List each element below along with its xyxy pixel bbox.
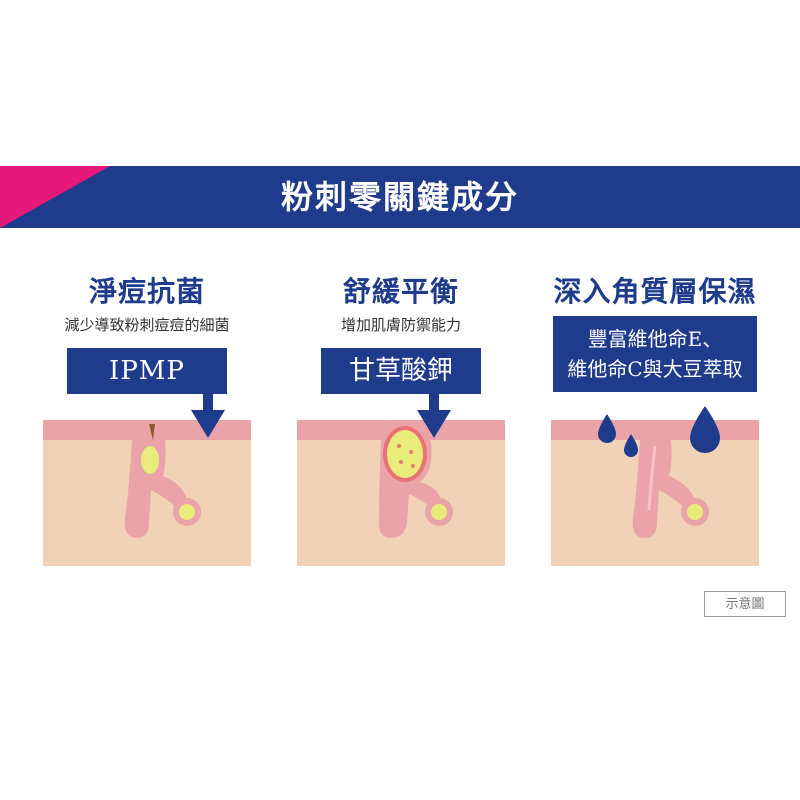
- skin-pore-illustration: [551, 420, 759, 566]
- illustration-note: 示意圖: [704, 591, 786, 617]
- title-banner: [0, 166, 800, 228]
- banner-accent-stripe: [0, 166, 110, 228]
- panel-subheading: 增加肌膚防禦能力: [340, 316, 461, 334]
- panel-heading: 舒緩平衡: [342, 275, 459, 308]
- ingredient-label-line: 維他命C與大豆萃取: [567, 357, 743, 381]
- page-title: 粉刺零關鍵成分: [280, 178, 519, 216]
- skin-pore-illustration: [43, 420, 251, 566]
- ingredient-label: 甘草酸鉀: [321, 348, 481, 394]
- ingredient-label: 豐富維他命E、 維他命C與大豆萃取: [553, 316, 757, 392]
- panel-heading: 深入角質層保濕: [553, 275, 757, 308]
- ingredient-label: IPMP: [67, 348, 227, 394]
- panel-subheading: 減少導致粉刺痘痘的細菌: [64, 316, 230, 334]
- skin-pore-illustration: [297, 420, 505, 566]
- down-arrow-icon: [191, 388, 225, 438]
- panel-heading: 淨痘抗菌: [88, 275, 205, 308]
- water-drop-icon: [598, 414, 616, 443]
- water-drop-icon: [690, 406, 720, 453]
- ingredient-label-line: 豐富維他命E、: [587, 327, 723, 351]
- down-arrow-icon: [417, 388, 451, 438]
- water-drop-icon: [624, 434, 638, 457]
